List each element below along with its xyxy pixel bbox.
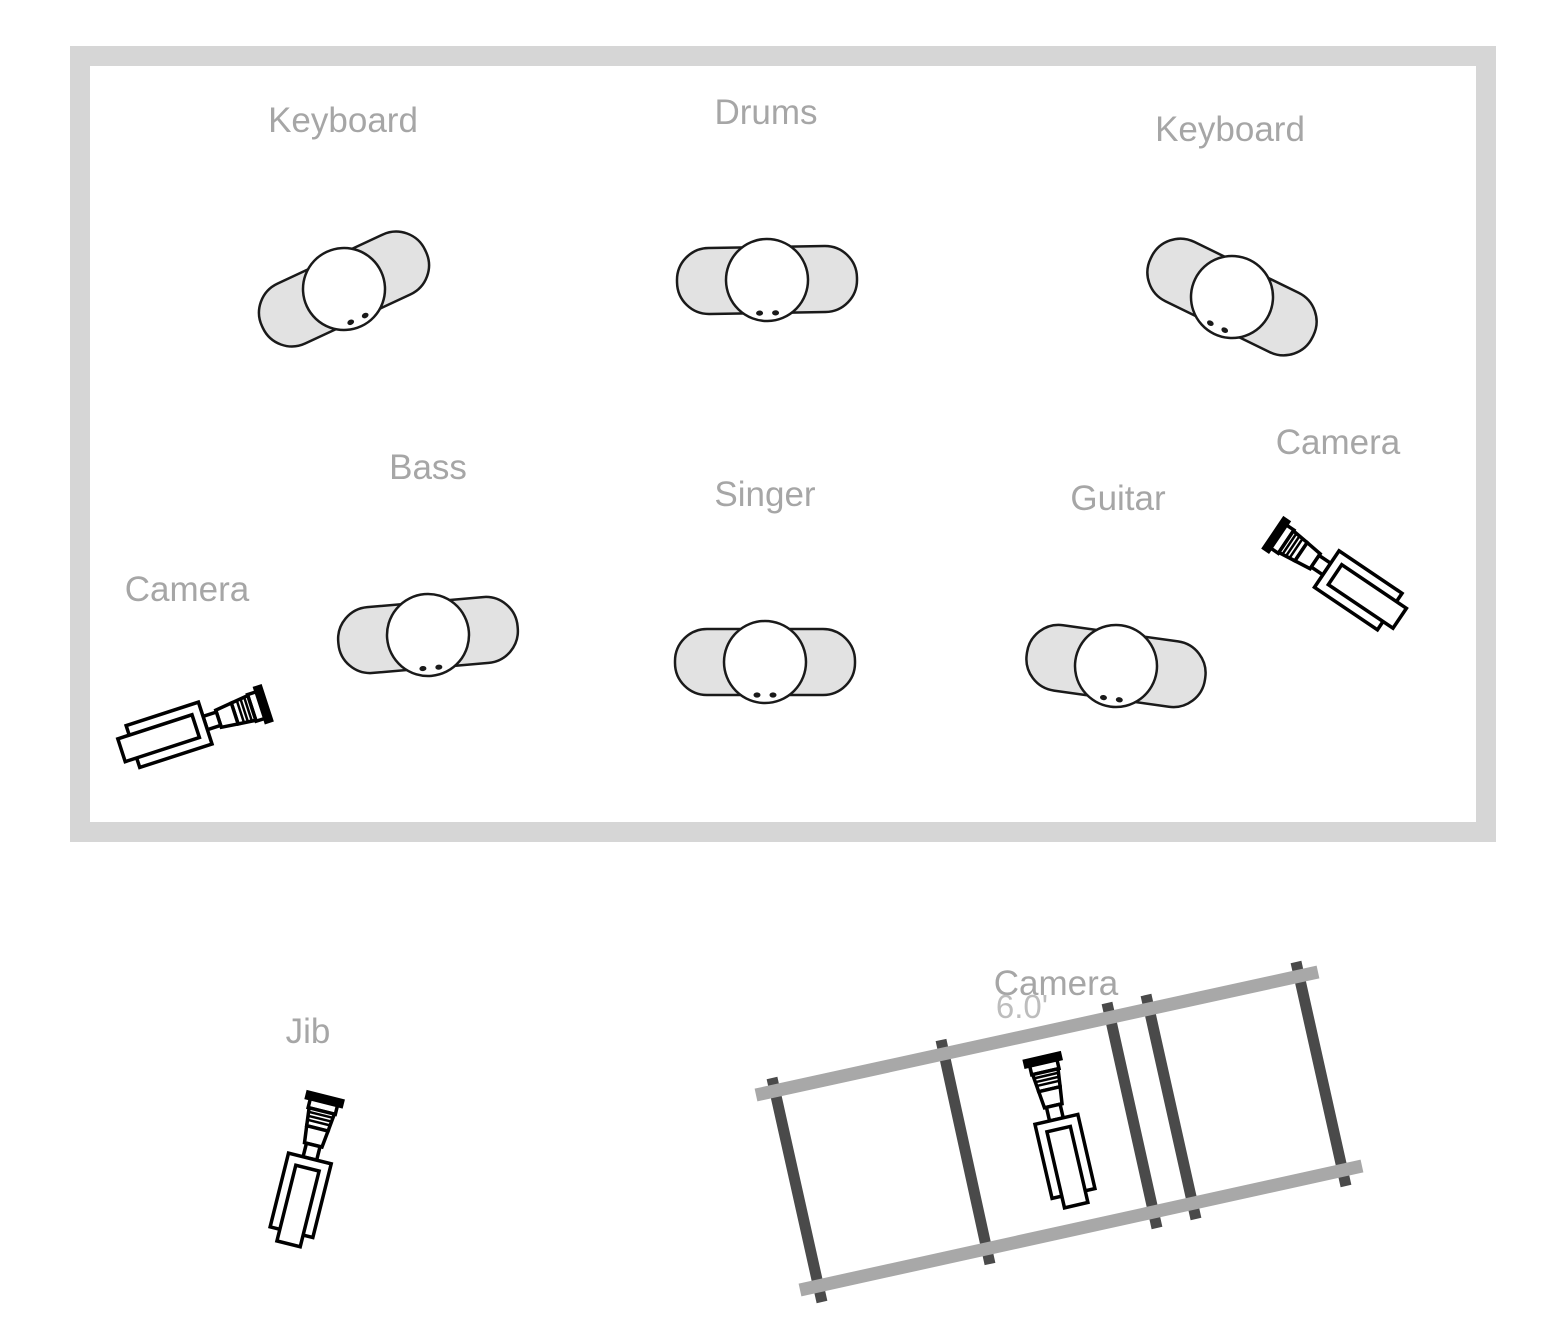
label-jib: Jib: [285, 1012, 331, 1051]
track-tie: [1140, 993, 1202, 1221]
dolly-camera-icon[interactable]: [1018, 1050, 1100, 1212]
dolly-track[interactable]: [754, 960, 1364, 1304]
track-rail-bottom: [798, 1159, 1364, 1297]
person-singer[interactable]: [673, 619, 857, 705]
track-tie: [1290, 960, 1352, 1188]
label-keyboard-right: Keyboard: [1155, 110, 1305, 149]
person-drums[interactable]: [675, 236, 859, 324]
label-track-length: 6.0': [995, 988, 1049, 1025]
label-guitar: Guitar: [1070, 479, 1166, 518]
label-bass: Bass: [389, 448, 467, 487]
jib-camera-icon[interactable]: [265, 1089, 349, 1251]
label-dolly-camera: Camera: [993, 964, 1119, 1003]
label-singer: Singer: [714, 475, 816, 514]
label-camera-left: Camera: [124, 570, 250, 609]
track-rail-top: [754, 965, 1320, 1102]
label-drums: Drums: [714, 93, 818, 132]
track-tie: [935, 1038, 996, 1266]
track-tie: [766, 1076, 828, 1304]
stage-boundary: [70, 46, 1496, 842]
label-camera-right: Camera: [1275, 423, 1401, 462]
label-keyboard-left: Keyboard: [268, 101, 418, 140]
track-tie: [1101, 1001, 1163, 1230]
